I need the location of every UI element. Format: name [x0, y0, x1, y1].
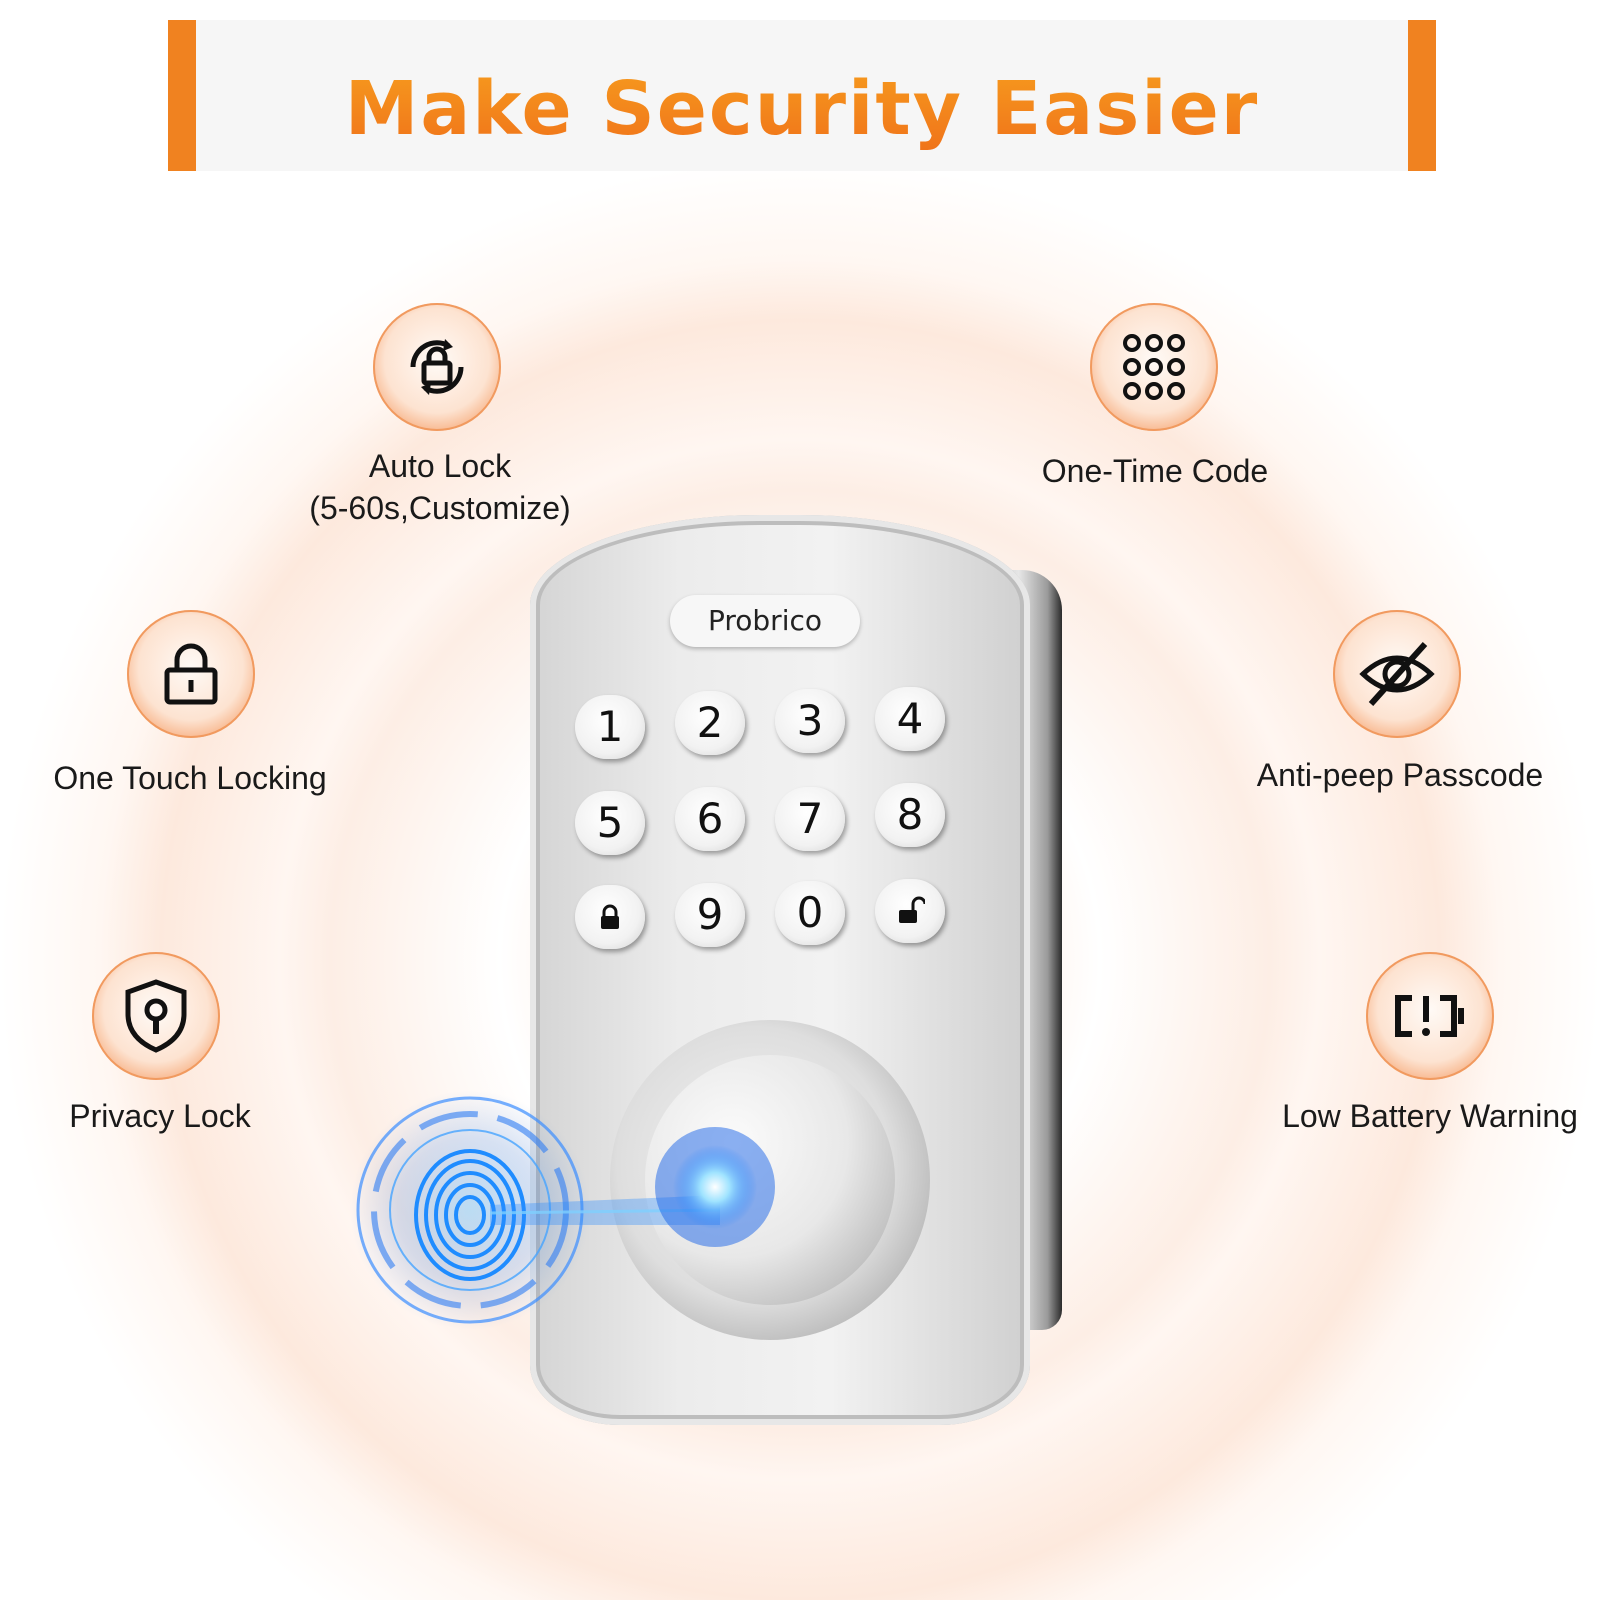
auto-lock-icon	[373, 303, 501, 431]
one-time-code-label: One-Time Code	[1041, 453, 1269, 489]
shield-keyhole-icon	[92, 952, 220, 1080]
key-lock	[575, 885, 645, 949]
banner-right-edge	[1408, 20, 1436, 171]
lock-closed-icon	[601, 904, 619, 929]
battery-alert-icon	[1366, 952, 1494, 1080]
auto-lock-sublabel: (5-60s,Customize)	[309, 490, 571, 526]
page-title: Make Security Easier	[168, 66, 1436, 152]
low-battery-warning-label: Low Battery Warning	[1282, 1098, 1578, 1134]
key-8: 8	[875, 783, 945, 847]
eye-slash-icon	[1333, 610, 1461, 738]
key-7: 7	[775, 787, 845, 851]
key-3: 3	[775, 689, 845, 753]
key-2: 2	[675, 691, 745, 755]
brand-badge: Probrico	[670, 595, 860, 647]
key-6: 6	[675, 787, 745, 851]
privacy-lock-label: Privacy Lock	[69, 1098, 251, 1134]
key-unlock	[875, 879, 945, 943]
title-banner: Make Security Easier	[168, 20, 1436, 171]
one-touch-locking-label: One Touch Locking	[53, 760, 327, 796]
key-0: 0	[775, 881, 845, 945]
key-1: 1	[575, 695, 645, 759]
lock-open-icon	[899, 896, 927, 923]
auto-lock-label: Auto Lock	[368, 448, 512, 484]
keypad: 1 2 3 4 5 6 7 8 9 0	[575, 687, 975, 985]
anti-peep-passcode-label: Anti-peep Passcode	[1256, 757, 1544, 793]
fingerprint-scan-icon	[350, 1090, 775, 1330]
keypad-grid-icon	[1090, 303, 1218, 431]
padlock-icon	[127, 610, 255, 738]
key-5: 5	[575, 791, 645, 855]
banner-left-edge	[168, 20, 196, 171]
key-9: 9	[675, 883, 745, 947]
key-4: 4	[875, 687, 945, 751]
